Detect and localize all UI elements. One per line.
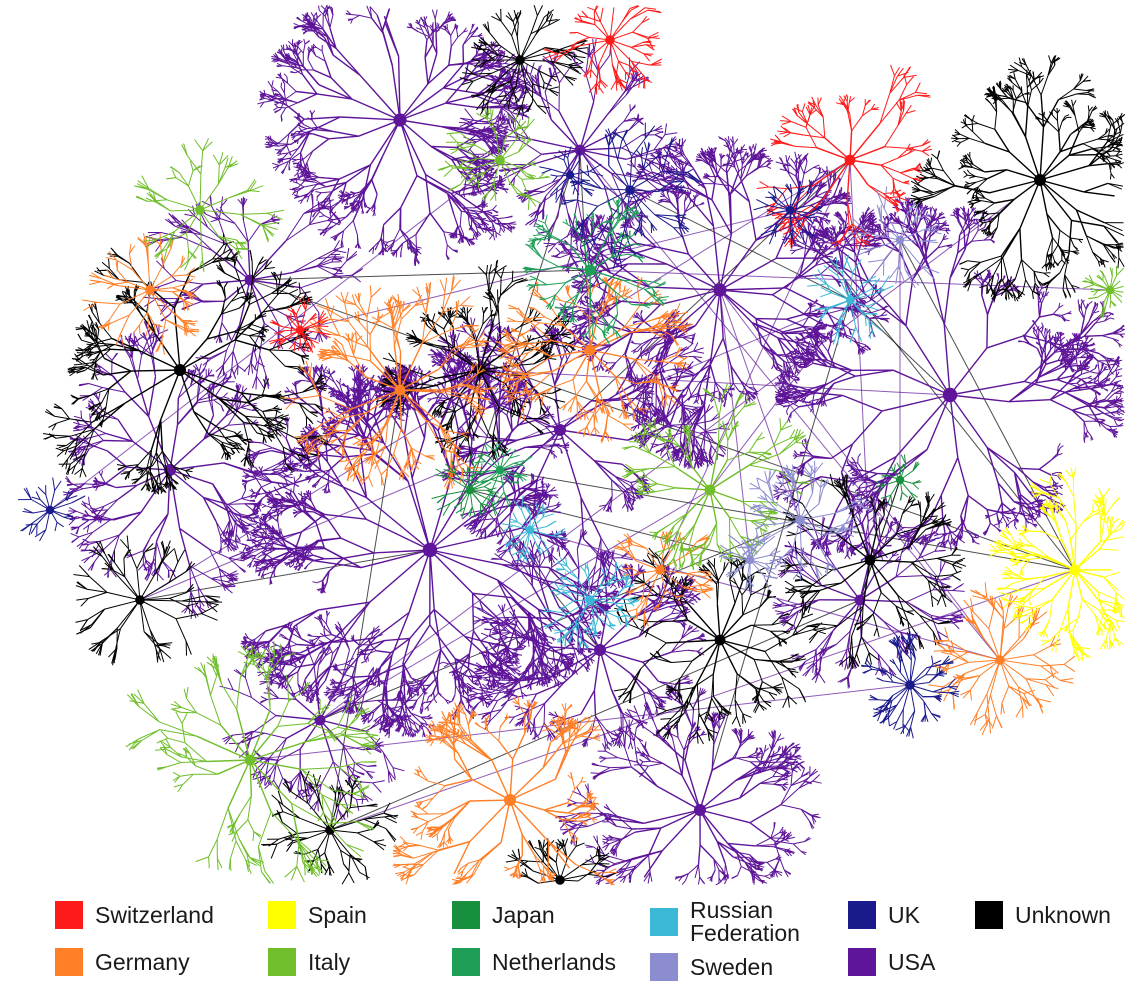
cluster-unknown (261, 770, 399, 885)
hub-node (465, 485, 475, 495)
hub-node (854, 594, 866, 606)
cluster-unknown (780, 473, 967, 670)
hub-node (515, 55, 525, 65)
hub-node (1105, 285, 1115, 295)
cluster-switzerland (268, 296, 331, 353)
hub-node (145, 285, 155, 295)
hub-node (584, 344, 596, 356)
hub-node (844, 154, 856, 166)
hub-node (605, 35, 615, 45)
cluster-unknown (505, 837, 618, 885)
cluster-germany (392, 695, 618, 886)
cluster-sweden (737, 460, 873, 581)
cluster-unknown (459, 4, 589, 118)
hub-node (195, 205, 205, 215)
hub-node (525, 525, 535, 535)
hub-node (714, 634, 726, 646)
cluster-netherlands (522, 197, 669, 345)
cluster-germany (494, 276, 694, 444)
cluster-uk (18, 477, 86, 542)
cluster-germany (82, 233, 200, 355)
hub-node (584, 264, 596, 276)
cluster-russian-federation (541, 556, 640, 651)
hub-node (422, 542, 438, 558)
cluster-spain (988, 467, 1126, 662)
cluster-usa (773, 196, 1125, 564)
hub-node (585, 595, 595, 605)
cluster-unknown (73, 535, 223, 666)
hub-node (745, 555, 755, 565)
hub-node (864, 554, 876, 566)
cluster-sweden (848, 186, 942, 288)
cluster-italy (1082, 265, 1125, 319)
hub-node (625, 185, 635, 195)
cluster-usa (257, 4, 532, 267)
hub-node (135, 595, 145, 605)
hub-node (795, 515, 805, 525)
cluster-italy (134, 138, 285, 272)
cluster-uk (753, 180, 825, 249)
hub-node (785, 205, 795, 215)
cluster-japan (431, 453, 506, 519)
hub-node (594, 644, 606, 656)
hub-node (295, 325, 305, 335)
hub-node (45, 505, 55, 515)
hub-node (554, 424, 566, 436)
hub-node (905, 680, 915, 690)
cluster-italy (125, 641, 379, 884)
hub-node (845, 295, 855, 305)
cluster-usa (239, 347, 620, 739)
hub-node (495, 155, 505, 165)
hub-node (244, 754, 256, 766)
cluster-uk (860, 631, 960, 739)
hub-node (694, 804, 706, 816)
cluster-russian-federation (807, 254, 894, 346)
hub-node (474, 364, 486, 376)
cluster-uk (539, 146, 604, 206)
hub-node (1034, 174, 1046, 186)
cluster-uk (561, 122, 702, 270)
cluster-russian-federation (501, 495, 567, 564)
cluster-switzerland (543, 5, 663, 95)
hub-node (942, 387, 958, 403)
hub-node (394, 384, 406, 396)
hub-node (555, 875, 565, 885)
hub-node (574, 144, 586, 156)
hub-node (504, 794, 516, 806)
cluster-germany (280, 274, 496, 490)
hub-node (1069, 564, 1081, 576)
hub-node (174, 364, 186, 376)
hub-node (995, 655, 1005, 665)
hub-node (495, 465, 505, 475)
hub-node (325, 825, 335, 835)
cluster-unknown (613, 547, 826, 745)
cluster-unknown (909, 55, 1126, 303)
hub-node (655, 565, 665, 575)
cluster-germany (928, 582, 1076, 736)
hub-node (393, 113, 407, 127)
cluster-sweden (718, 529, 783, 594)
cluster-netherlands (464, 438, 533, 507)
cluster-italy (437, 107, 551, 211)
hub-node (314, 714, 326, 726)
hub-node (895, 475, 905, 485)
cluster-usa (554, 684, 822, 886)
hub-node (713, 283, 727, 297)
hub-node (565, 170, 575, 180)
hub-node (895, 235, 905, 245)
hub-node (704, 484, 716, 496)
cluster-switzerland (756, 64, 933, 249)
cluster-japan (874, 454, 922, 507)
